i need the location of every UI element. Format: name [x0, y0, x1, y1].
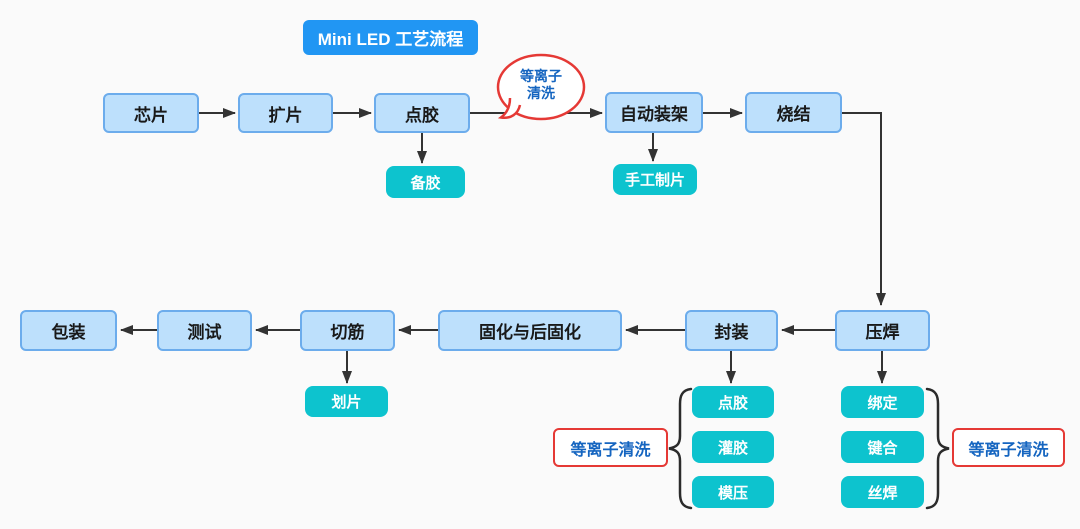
node-fill-glue: 灌胶 [692, 431, 774, 463]
node-press-weld: 压焊 [835, 310, 930, 351]
node-expand-film: 扩片 [238, 93, 333, 133]
node-manual-sheet: 手工制片 [613, 164, 697, 195]
node-bonding: 键合 [841, 431, 924, 463]
plasma-callout-line2: 清洗 [527, 85, 555, 101]
brace-right-group [925, 387, 950, 510]
node-encapsulation: 封装 [685, 310, 778, 351]
plasma-callout-bubble [496, 53, 586, 121]
plasma-label-right: 等离子清洗 [952, 428, 1065, 467]
node-curing: 固化与后固化 [438, 310, 622, 351]
node-chip: 芯片 [103, 93, 199, 133]
node-binding: 绑定 [841, 386, 924, 418]
arrow-sinter-to-pressweld [842, 112, 886, 306]
node-dispense-glue-2: 点胶 [692, 386, 774, 418]
plasma-label-left: 等离子清洗 [553, 428, 668, 467]
node-test: 测试 [157, 310, 252, 351]
node-dispense-glue: 点胶 [374, 93, 470, 133]
node-wire-weld: 丝焊 [841, 476, 924, 508]
brace-left-group [668, 387, 693, 510]
node-auto-mount: 自动装架 [605, 92, 703, 133]
node-sinter: 烧结 [745, 92, 842, 133]
node-prepare-glue: 备胶 [386, 166, 465, 198]
node-packaging: 包装 [20, 310, 117, 351]
node-trim: 切筋 [300, 310, 395, 351]
plasma-callout-text: 等离子 清洗 [499, 68, 583, 102]
diagram-title: Mini LED 工艺流程 [303, 20, 478, 55]
node-molding: 模压 [692, 476, 774, 508]
node-scribing: 划片 [305, 386, 388, 417]
plasma-callout-line1: 等离子 [520, 68, 562, 84]
